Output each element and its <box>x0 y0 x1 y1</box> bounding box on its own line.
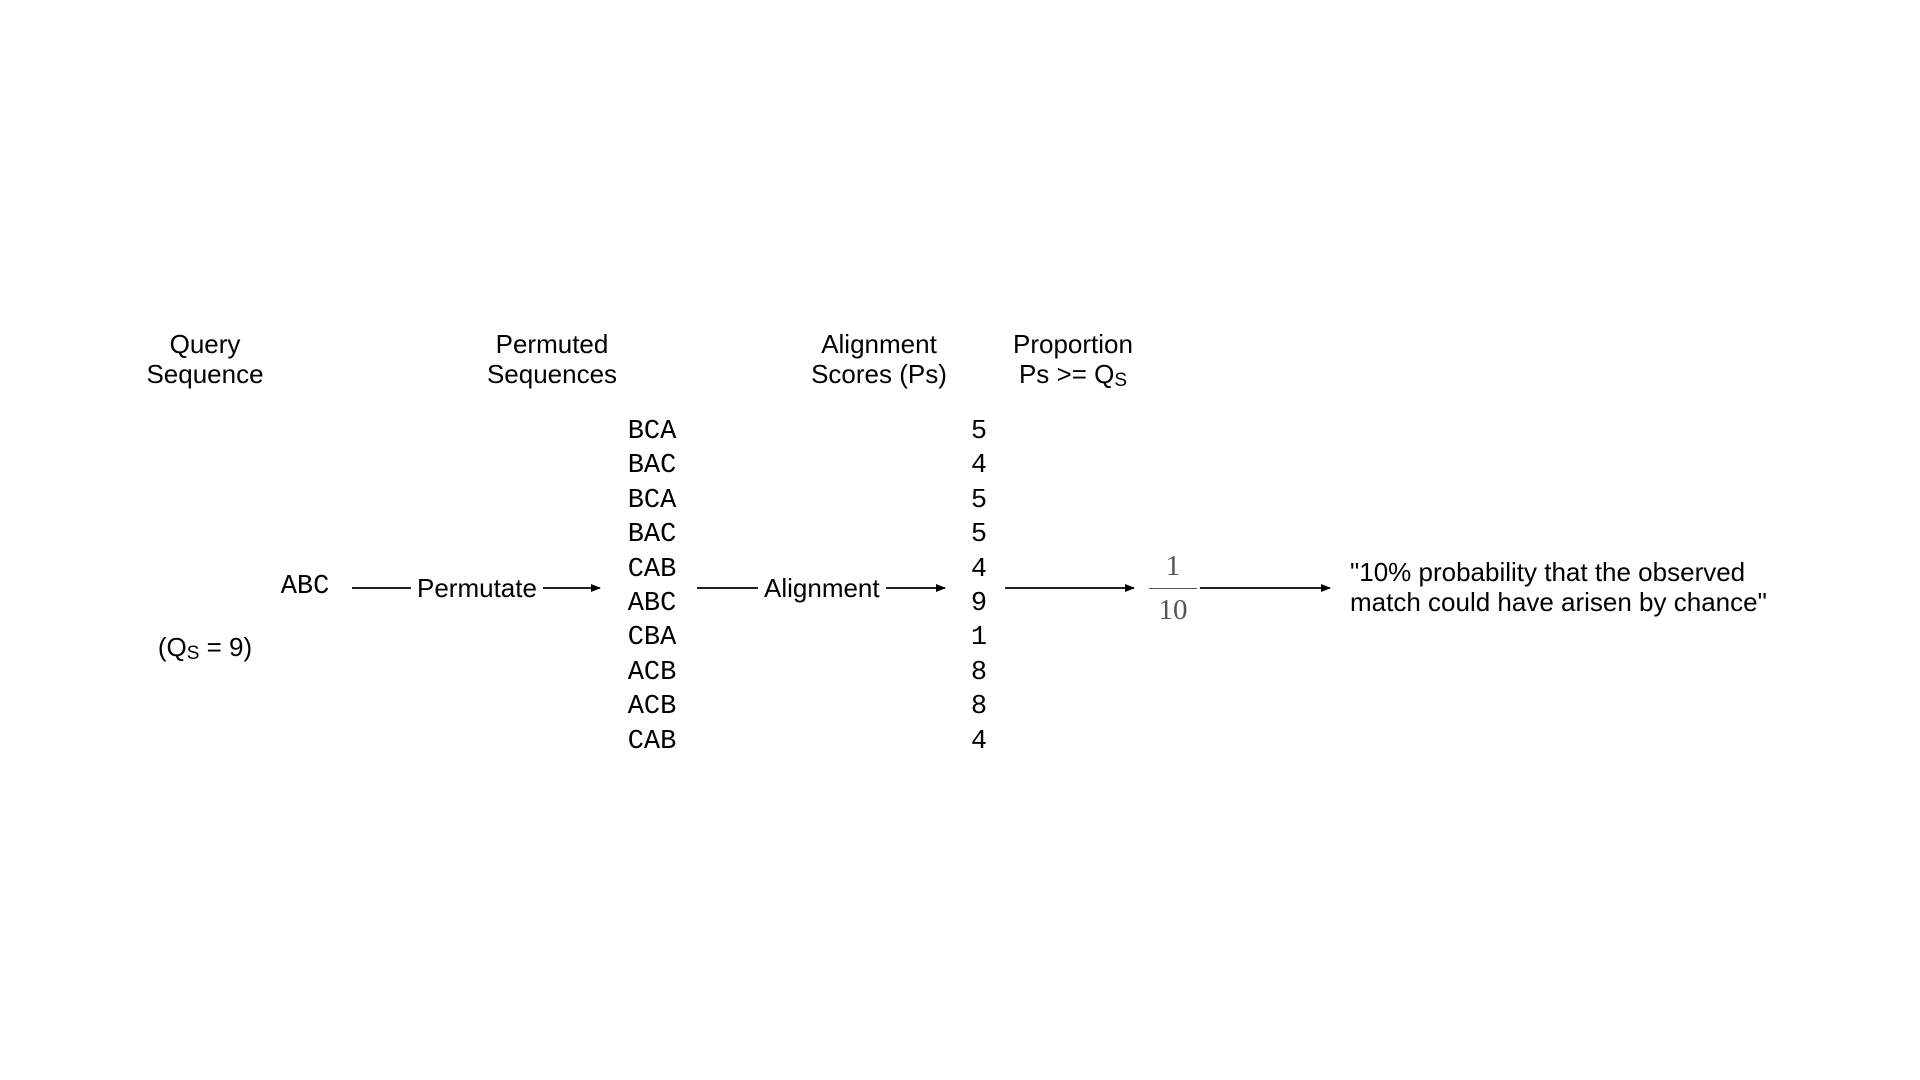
permuted-sequence: BCA <box>627 485 677 516</box>
query-score-text: (QS = 9) <box>105 632 305 669</box>
query-sequence-header: Query Sequence <box>105 329 305 389</box>
alignment-score: 5 <box>970 417 988 447</box>
query-header-line1: Query <box>169 329 241 359</box>
alignment-score: 5 <box>970 485 988 516</box>
scores-header-line2: Scores (Ps) <box>811 359 947 389</box>
permutate-label: Permutate <box>411 573 543 603</box>
proportion-subscript: S <box>1114 370 1128 391</box>
alignment-score: 4 <box>970 554 988 585</box>
query-header-line2: Sequence <box>146 359 264 389</box>
alignment-score: 4 <box>970 726 988 757</box>
permuted-sequences-list: BCA BAC BCA BAC CAB ABC CBA ACB ACB CAB <box>602 415 702 759</box>
query-score: (QS = 9) <box>105 632 305 669</box>
conclusion-line2: match could have arisen by chance" <box>1350 587 1767 617</box>
alignment-label: Alignment <box>758 573 886 603</box>
alignment-score: 8 <box>970 692 988 723</box>
proportion-header-line2: Ps >= QS <box>973 359 1173 396</box>
conclusion-text: "10% probability that the observed match… <box>1350 557 1767 617</box>
fraction-bar <box>1149 588 1197 589</box>
permuted-sequence: BCA <box>627 417 677 447</box>
permuted-sequence: BAC <box>627 520 677 551</box>
alignment-score: 5 <box>970 520 988 551</box>
fraction-numerator: 1 <box>1165 550 1181 582</box>
conclusion-line1: "10% probability that the observed <box>1350 557 1746 587</box>
permuted-sequence: ACB <box>627 657 677 688</box>
proportion-fraction: 1 10 <box>1143 549 1203 629</box>
permuted-header-line2: Sequences <box>486 359 618 389</box>
alignment-scores-list: 5 4 5 5 4 9 1 8 8 4 <box>939 415 1019 759</box>
proportion-header-line1: Proportion <box>1013 329 1133 359</box>
permuted-sequence: ABC <box>627 588 677 619</box>
permuted-sequence: CAB <box>627 554 677 585</box>
scores-header-line1: Alignment <box>821 329 937 359</box>
alignment-score: 8 <box>970 657 988 688</box>
permuted-sequence: CAB <box>627 726 677 757</box>
fraction-denominator: 10 <box>1158 594 1188 626</box>
proportion-prefix: Ps >= Q <box>1018 359 1115 389</box>
permuted-sequences-header: Permuted Sequences <box>452 329 652 389</box>
permuted-header-line1: Permuted <box>495 329 609 359</box>
alignment-score: 4 <box>970 451 988 482</box>
query-sequence: ABC <box>280 572 330 602</box>
permuted-sequence: CBA <box>627 623 677 654</box>
query-score-close: = 9) <box>199 632 253 662</box>
alignment-score: 1 <box>970 623 988 654</box>
permuted-sequence: BAC <box>627 451 677 482</box>
permuted-sequence: ACB <box>627 692 677 723</box>
alignment-scores-header: Alignment Scores (Ps) <box>779 329 979 389</box>
query-score-subscript: S <box>186 643 200 664</box>
alignment-score: 9 <box>970 588 988 619</box>
proportion-header: Proportion Ps >= QS <box>973 329 1173 396</box>
query-score-open: (Q <box>157 632 187 662</box>
